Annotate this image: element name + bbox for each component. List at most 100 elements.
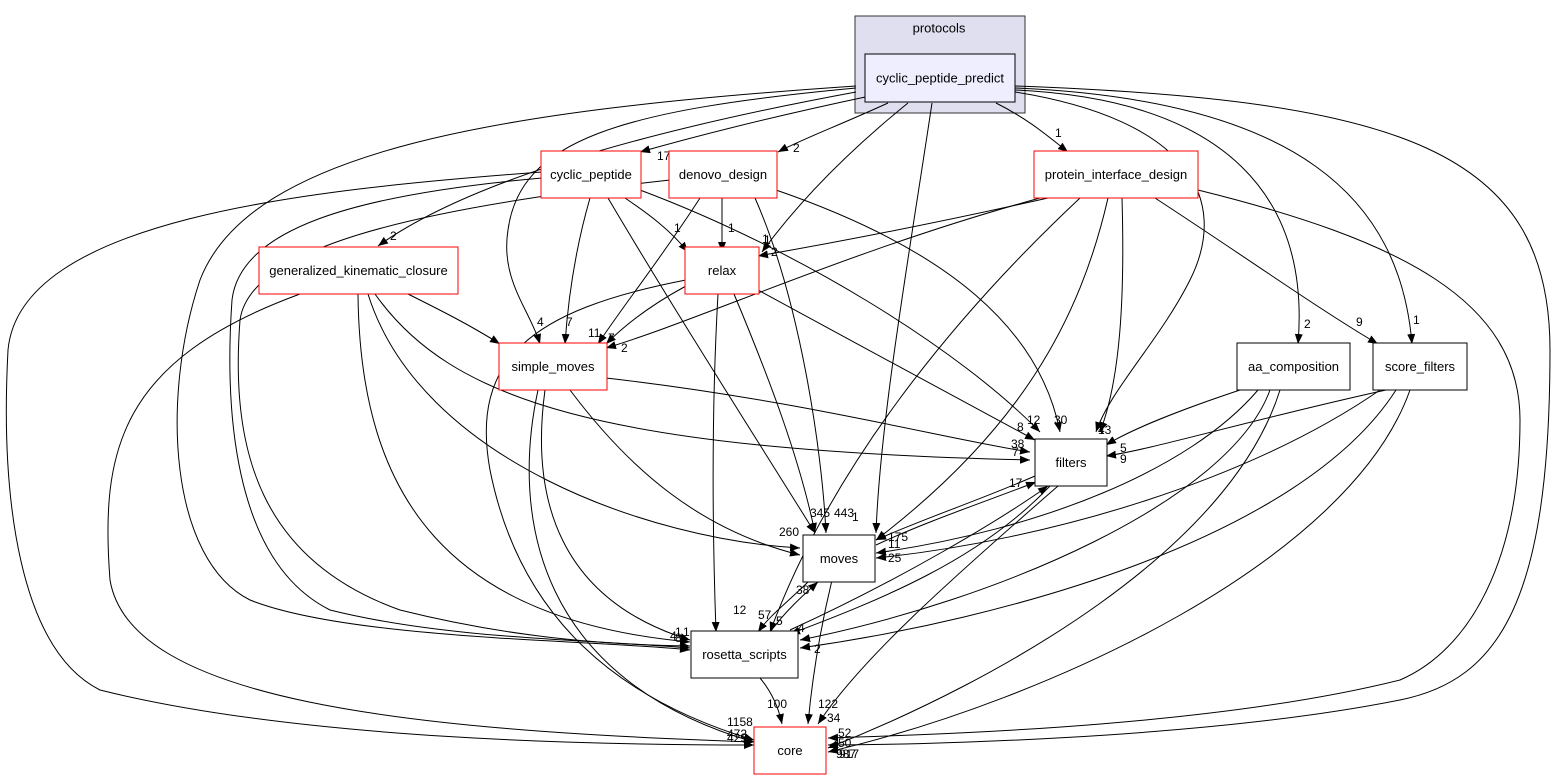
edge-label[interactable]: 1: [762, 232, 769, 246]
edge-label[interactable]: 7: [608, 331, 615, 345]
node-filters[interactable]: filters: [1034, 438, 1108, 487]
edge-label[interactable]: 1: [764, 233, 771, 247]
edge-label[interactable]: 260: [779, 525, 799, 539]
edge-gkc-filters: [374, 293, 1031, 464]
edge-label[interactable]: 2: [793, 141, 800, 155]
node-relax[interactable]: relax: [684, 246, 760, 295]
edge-label[interactable]: 17: [1009, 476, 1023, 490]
node-box: [1236, 342, 1351, 391]
edge-gkc-moves: [367, 293, 801, 552]
edge-label[interactable]: 2: [771, 245, 778, 259]
node-box: [1033, 150, 1199, 199]
edge-dd-filters: [775, 189, 1062, 433]
edge-label[interactable]: 57: [758, 608, 772, 622]
edge-sm-core: [528, 389, 755, 744]
node-box: [753, 726, 827, 775]
edge-label[interactable]: 9: [1356, 315, 1363, 329]
node-protein-interface-design[interactable]: protein_interface_design: [1033, 150, 1199, 199]
edge-cp-core: [5, 171, 755, 749]
node-core[interactable]: core: [753, 726, 827, 775]
edge-label[interactable]: 11: [888, 537, 901, 551]
edge-label[interactable]: 443: [834, 506, 854, 520]
edges: [5, 85, 1551, 754]
edge-label[interactable]: 1: [683, 625, 690, 639]
edge-label[interactable]: 1: [674, 221, 681, 235]
edge-label[interactable]: 175: [888, 530, 908, 544]
edge-label[interactable]: 30: [1054, 413, 1068, 427]
cluster-label: protocols: [913, 20, 966, 35]
node-label: protein_interface_design: [1045, 167, 1187, 182]
node-label: relax: [708, 263, 737, 278]
edge-label[interactable]: 4: [537, 315, 544, 329]
node-generalized-kinematic-closure[interactable]: generalized_kinematic_closure: [258, 246, 459, 295]
edge-label[interactable]: 4: [670, 629, 677, 643]
node-rosetta-scripts[interactable]: rosetta_scripts: [690, 630, 799, 679]
edge-label[interactable]: 8: [675, 631, 682, 645]
edge-label[interactable]: 12: [1027, 413, 1041, 427]
edge-cp-rosetta_scripts: [229, 177, 691, 652]
node-box: [802, 534, 876, 583]
edge-ccp-denovo_design: [777, 102, 889, 153]
edge-label[interactable]: 13: [1098, 423, 1112, 437]
edge-label[interactable]: 12: [733, 603, 747, 617]
edge-label[interactable]: 987: [836, 747, 856, 761]
edge-label[interactable]: 917: [839, 747, 859, 761]
edge-rs-core: [759, 677, 784, 725]
node-label: filters: [1055, 455, 1087, 470]
edge-label[interactable]: 122: [818, 697, 838, 711]
edge-label[interactable]: 2: [1304, 317, 1311, 331]
edge-label[interactable]: 1: [852, 510, 859, 524]
edge-ccp-score_filters: [1014, 87, 1416, 345]
edge-label[interactable]: 7: [566, 315, 573, 329]
edge-label[interactable]: 11: [588, 326, 601, 340]
edge-label[interactable]: 38: [1011, 437, 1025, 451]
edge-label[interactable]: 34: [827, 711, 841, 725]
node-cyclic-peptide[interactable]: cyclic_peptide: [540, 150, 642, 199]
edge-label[interactable]: 50: [838, 736, 852, 750]
edge-pid-rosetta_scripts: [769, 197, 1081, 633]
node-score-filters[interactable]: score_filters: [1372, 342, 1468, 391]
edge-rs-moves: [769, 581, 819, 633]
edge-label[interactable]: 1158: [727, 715, 753, 729]
edge-label[interactable]: 472: [727, 727, 747, 741]
edge-label[interactable]: 1: [1413, 313, 1420, 327]
edge-filters-moves: [875, 475, 1036, 541]
edge-label[interactable]: 5: [776, 614, 783, 628]
node-simple-moves[interactable]: simple_moves: [498, 342, 608, 391]
node-box: [668, 150, 778, 199]
edge-label[interactable]: 9: [1120, 452, 1127, 466]
edge-label[interactable]: 38: [796, 583, 810, 597]
edge-rs-filters: [789, 485, 1049, 631]
node-label: aa_composition: [1248, 359, 1339, 374]
edge-label[interactable]: 1: [675, 625, 682, 639]
edge-label[interactable]: 345: [810, 506, 830, 520]
edge-label[interactable]: 2: [390, 229, 397, 243]
edge-label[interactable]: 100: [767, 697, 787, 711]
node-denovo-design[interactable]: denovo_design: [668, 150, 778, 199]
edge-label[interactable]: 52: [838, 726, 852, 740]
edge-label[interactable]: 8: [1017, 420, 1024, 434]
edge-label[interactable]: 5: [1120, 441, 1127, 455]
edge-label[interactable]: 429: [727, 731, 747, 745]
node-cyclic-peptide-predict[interactable]: cyclic_peptide_predict: [864, 53, 1016, 103]
edge-label[interactable]: 1: [728, 221, 735, 235]
edge-label[interactable]: 1: [1055, 126, 1062, 140]
edge-label[interactable]: 2: [814, 642, 821, 656]
node-aa-composition[interactable]: aa_composition: [1236, 342, 1351, 391]
edge-aa-filters: [1105, 389, 1241, 446]
node-box: [1372, 342, 1468, 391]
edge-dd-moves: [754, 197, 830, 534]
edge-label[interactable]: 17: [657, 149, 671, 163]
edge-sf-core: [827, 389, 1411, 754]
edge-label[interactable]: 4: [1098, 423, 1105, 437]
edge-label[interactable]: 2: [621, 341, 628, 355]
edge-pid-simple_moves: [605, 197, 1041, 349]
node-moves[interactable]: moves: [802, 534, 876, 583]
edge-label[interactable]: 4: [798, 621, 805, 635]
node-label: score_filters: [1385, 359, 1456, 374]
edge-label[interactable]: 7: [1012, 445, 1019, 459]
edge-ccp-relax: [761, 102, 909, 253]
edge-relax-moves: [733, 293, 817, 534]
edge-label[interactable]: 25: [888, 551, 902, 565]
node-box: [1034, 438, 1108, 487]
